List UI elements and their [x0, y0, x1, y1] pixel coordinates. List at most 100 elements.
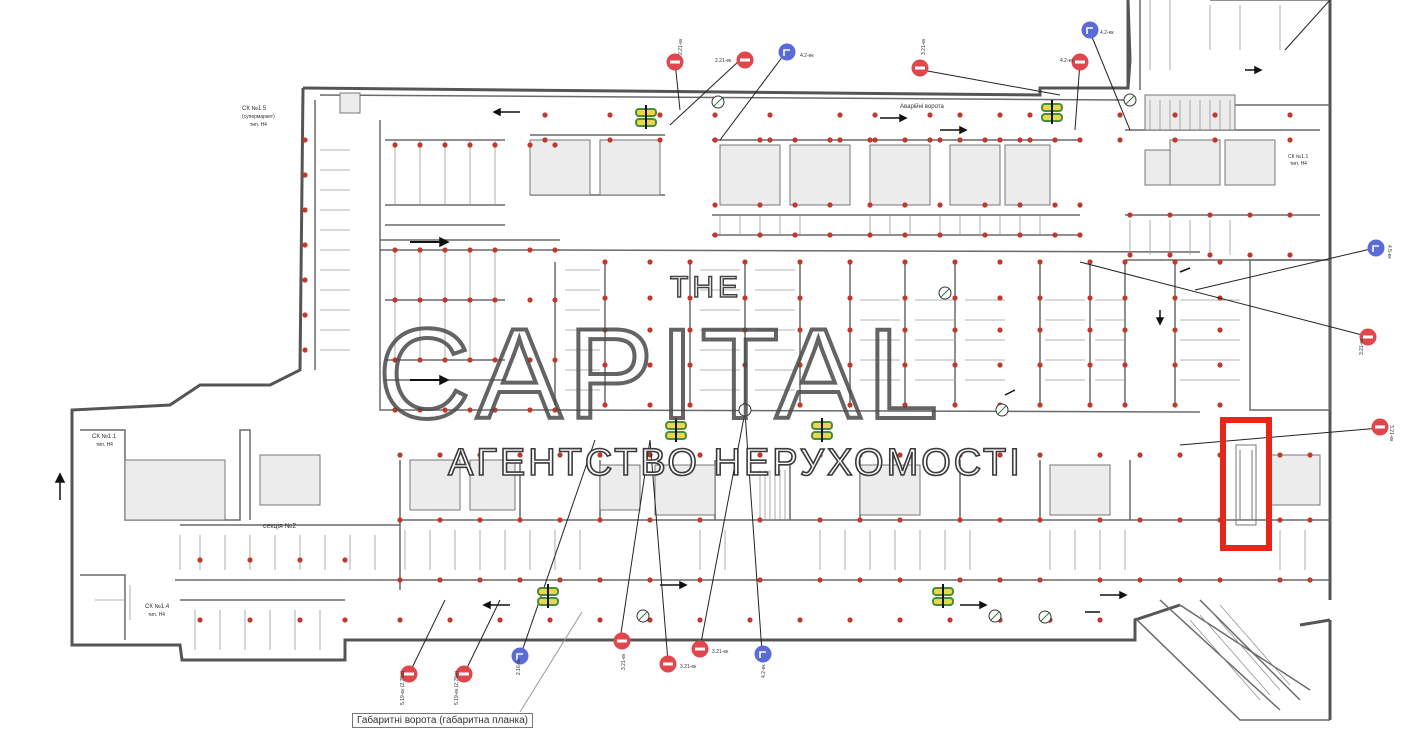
column — [1247, 252, 1253, 258]
column — [647, 259, 653, 265]
column — [467, 247, 473, 253]
column — [442, 297, 448, 303]
no-entry-sign: 4.2-ек — [1060, 53, 1089, 71]
column — [467, 357, 473, 363]
column — [1122, 295, 1128, 301]
column — [517, 577, 523, 583]
sign-label: 3.21-ек — [712, 649, 729, 655]
column — [552, 407, 558, 413]
column — [527, 247, 533, 253]
column — [447, 617, 453, 623]
column — [607, 112, 613, 118]
column — [747, 617, 753, 623]
column — [1172, 327, 1178, 333]
sign-label: 4.2-ек — [1060, 58, 1074, 64]
column — [947, 617, 953, 623]
column — [897, 577, 903, 583]
column — [1137, 452, 1143, 458]
column — [442, 407, 448, 413]
inner-walls — [80, 0, 1331, 721]
column — [1167, 252, 1173, 258]
column — [997, 517, 1003, 523]
column — [1287, 112, 1293, 118]
ramp-hatching — [759, 100, 1291, 701]
label-sk5-level: тип. Н4 — [250, 122, 267, 128]
column — [1287, 137, 1293, 143]
column — [997, 137, 1003, 143]
sign-label: 4.5-ек — [1386, 245, 1392, 259]
column — [872, 137, 878, 143]
column — [597, 452, 603, 458]
column — [497, 617, 503, 623]
no-entry-sign: 3.21-ек — [1359, 328, 1377, 355]
column — [1212, 112, 1218, 118]
column — [527, 297, 533, 303]
label-sk1-level: тип. Н4 — [96, 442, 113, 448]
column — [697, 517, 703, 523]
column — [997, 327, 1003, 333]
no-entry-sign: 5.19-ек (2,75м) — [400, 665, 418, 705]
lift-symbols — [537, 100, 1063, 608]
watermark-subtitle: АГЕНТСТВО НЕРУХОМОСТІ — [448, 442, 1023, 484]
column — [437, 517, 443, 523]
column — [837, 112, 843, 118]
watermark-the: THE — [670, 271, 742, 304]
no-entry-sign: 3.21-ек — [659, 655, 697, 673]
column — [817, 577, 823, 583]
label-sk4-level: тип. Н4 — [148, 612, 165, 618]
column — [1177, 517, 1183, 523]
column — [527, 407, 533, 413]
column — [1287, 212, 1293, 218]
column — [742, 327, 748, 333]
column — [517, 452, 523, 458]
column — [797, 362, 803, 368]
column — [297, 617, 303, 623]
sign-label: 3.21-ек — [1388, 425, 1394, 442]
column — [957, 137, 963, 143]
column — [437, 577, 443, 583]
column — [1077, 202, 1083, 208]
sign-label: 2.16-ек — [516, 658, 522, 675]
column — [647, 577, 653, 583]
column — [467, 297, 473, 303]
column — [982, 232, 988, 238]
column — [397, 452, 403, 458]
column — [1097, 452, 1103, 458]
column — [1307, 577, 1313, 583]
column — [757, 517, 763, 523]
column — [1172, 362, 1178, 368]
column — [1037, 517, 1043, 523]
column — [392, 407, 398, 413]
column — [867, 137, 873, 143]
column — [857, 577, 863, 583]
column — [492, 297, 498, 303]
sign-label: 2.21-ек — [678, 38, 684, 55]
column — [902, 137, 908, 143]
column — [1087, 259, 1093, 265]
column — [1087, 295, 1093, 301]
column — [197, 557, 203, 563]
column — [527, 142, 533, 148]
column — [1087, 362, 1093, 368]
column — [1017, 137, 1023, 143]
column — [557, 577, 563, 583]
column — [597, 517, 603, 523]
column — [687, 362, 693, 368]
column — [547, 617, 553, 623]
column — [952, 362, 958, 368]
column — [1122, 259, 1128, 265]
column — [417, 247, 423, 253]
column — [937, 232, 943, 238]
column — [982, 137, 988, 143]
column — [1077, 137, 1083, 143]
no-entry-sign: 3.21-ек — [613, 632, 631, 670]
sign-label: 3.21-ек — [921, 38, 927, 55]
column — [712, 137, 718, 143]
column — [1217, 402, 1223, 408]
column — [1172, 402, 1178, 408]
column — [1127, 252, 1133, 258]
column — [1277, 517, 1283, 523]
label-sk11-level: тип. Н4 — [1290, 161, 1307, 167]
column — [1277, 452, 1283, 458]
